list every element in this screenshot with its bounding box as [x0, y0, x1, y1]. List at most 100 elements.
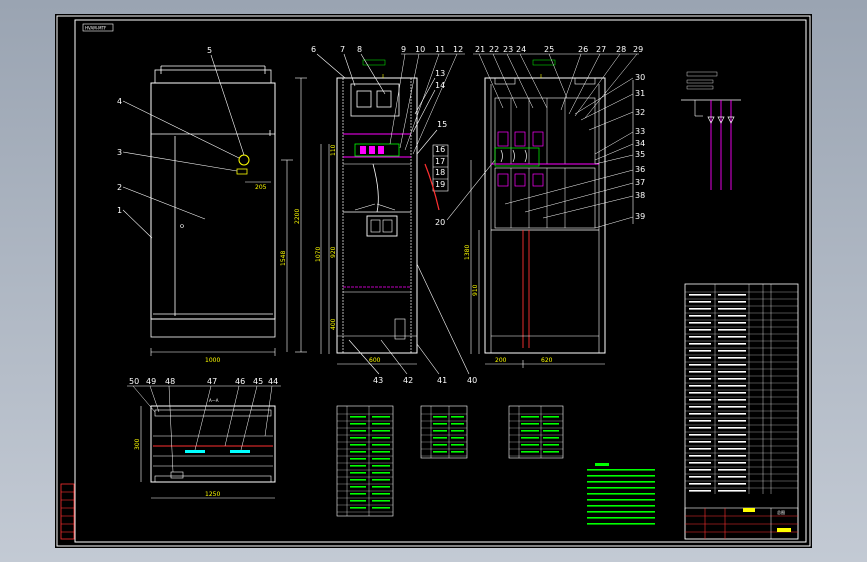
balloon-30: 30 — [635, 73, 645, 82]
balloon-8: 8 — [357, 45, 362, 54]
table-cell-mark — [718, 427, 746, 429]
table-cell-mark — [587, 469, 655, 471]
table-cell-mark — [350, 458, 366, 460]
table-cell-mark — [521, 444, 539, 446]
table-cell-mark — [350, 493, 366, 495]
table-cell-mark — [689, 483, 711, 485]
balloon-50: 50 — [129, 377, 139, 386]
table-cell-mark — [689, 462, 711, 464]
dim-frame-width: 600 — [369, 357, 381, 364]
balloon-17: 17 — [435, 157, 445, 166]
table-cell-mark — [718, 364, 746, 366]
dim-frame-h3: 920 — [330, 246, 337, 258]
balloon-36: 36 — [635, 165, 645, 174]
balloon-47: 47 — [207, 377, 217, 386]
rear-dimensions: 200 620 1380 910 — [464, 160, 605, 368]
balloon-37: 37 — [635, 178, 645, 187]
table-cell-mark — [689, 357, 711, 359]
balloon-33: 33 — [635, 127, 645, 136]
dim-rear-w1: 200 — [495, 357, 507, 364]
balloon-26: 26 — [578, 45, 588, 54]
table-cell-mark — [372, 472, 390, 474]
sheet-outer-border — [56, 15, 811, 547]
table-cell-mark — [718, 476, 746, 478]
parts-table-3 — [508, 405, 564, 459]
dim-frame-h4: 400 — [330, 318, 337, 330]
table-cell-mark — [433, 416, 447, 418]
balloon-22: 22 — [489, 45, 499, 54]
balloon-13: 13 — [435, 69, 445, 78]
rear-view — [484, 59, 606, 354]
balloon-24: 24 — [516, 45, 526, 54]
frame-view — [336, 59, 418, 354]
balloon-1: 1 — [117, 206, 122, 215]
table-cell-mark — [689, 364, 711, 366]
table-cell-mark — [718, 378, 746, 380]
table-cell-mark — [372, 479, 390, 481]
balloon-16: 16 — [435, 145, 445, 154]
balloon-49: 49 — [146, 377, 156, 386]
dim-rear-w2: 620 — [541, 357, 553, 364]
balloon-44: 44 — [268, 377, 278, 386]
table-cell-mark — [350, 430, 366, 432]
balloon-14: 14 — [435, 81, 445, 90]
table-cell-mark — [689, 476, 711, 478]
balloon-10: 10 — [415, 45, 425, 54]
table-cell-mark — [689, 329, 711, 331]
table-cell-mark — [350, 437, 366, 439]
single-line-diagram — [681, 71, 741, 190]
table-cell-mark — [350, 500, 366, 502]
table-cell-mark — [587, 481, 655, 483]
table-cell-mark — [689, 315, 711, 317]
table-cell-mark — [350, 416, 366, 418]
balloon-32: 32 — [635, 108, 645, 117]
front-balloons: 1 2 3 4 5 — [117, 46, 245, 239]
table-cell-mark — [372, 437, 390, 439]
table-cell-mark — [718, 406, 746, 408]
table-cell-mark — [372, 458, 390, 460]
table-cell-mark — [587, 517, 655, 519]
cad-drawing: HVAM-MTF — [56, 15, 811, 547]
table-cell-mark — [433, 437, 447, 439]
table-cell-mark — [521, 430, 539, 432]
table-cell-mark — [372, 444, 390, 446]
plan-view: A—A 1250 300 — [134, 398, 276, 499]
dim-plan-width: 1250 — [205, 491, 220, 498]
table-cell-mark — [718, 462, 746, 464]
table-cell-mark — [689, 308, 711, 310]
table-cell-mark — [689, 427, 711, 429]
table-cell-mark — [718, 455, 746, 457]
front-view — [150, 65, 276, 338]
table-cell-mark — [350, 486, 366, 488]
dim-rear-h1: 1380 — [464, 245, 471, 260]
table-cell-mark — [689, 378, 711, 380]
table-cell-mark — [372, 416, 390, 418]
frame-dimensions: 600 110 1070 920 400 — [315, 144, 417, 365]
dim-front-h3: 205 — [255, 184, 267, 191]
balloon-25: 25 — [544, 45, 554, 54]
balloon-46: 46 — [235, 377, 245, 386]
table-cell-mark — [689, 294, 711, 296]
table-cell-mark — [718, 420, 746, 422]
table-cell-mark — [587, 505, 655, 507]
table-cell-mark — [689, 322, 711, 324]
table-cell-mark — [543, 423, 559, 425]
balloon-40: 40 — [467, 376, 477, 385]
table-cell-mark — [718, 350, 746, 352]
table-cell-mark — [587, 499, 655, 501]
table-cell-mark — [689, 455, 711, 457]
table-cell-mark — [372, 500, 390, 502]
balloon-48: 48 — [165, 377, 175, 386]
table-cell-mark — [689, 336, 711, 338]
table-cell-mark — [718, 322, 746, 324]
drawing-sheet[interactable]: HVAM-MTF — [55, 14, 812, 548]
table-cell-mark — [689, 350, 711, 352]
drawing-tag: HVAM-MTF — [85, 26, 107, 31]
front-dimensions: 1000 2200 1548 205 — [150, 77, 307, 364]
dim-rear-h2: 910 — [472, 284, 479, 296]
table-cell-mark — [543, 444, 559, 446]
balloon-5: 5 — [207, 46, 212, 55]
parts-table-2 — [420, 405, 468, 459]
table-cell-mark — [451, 437, 464, 439]
